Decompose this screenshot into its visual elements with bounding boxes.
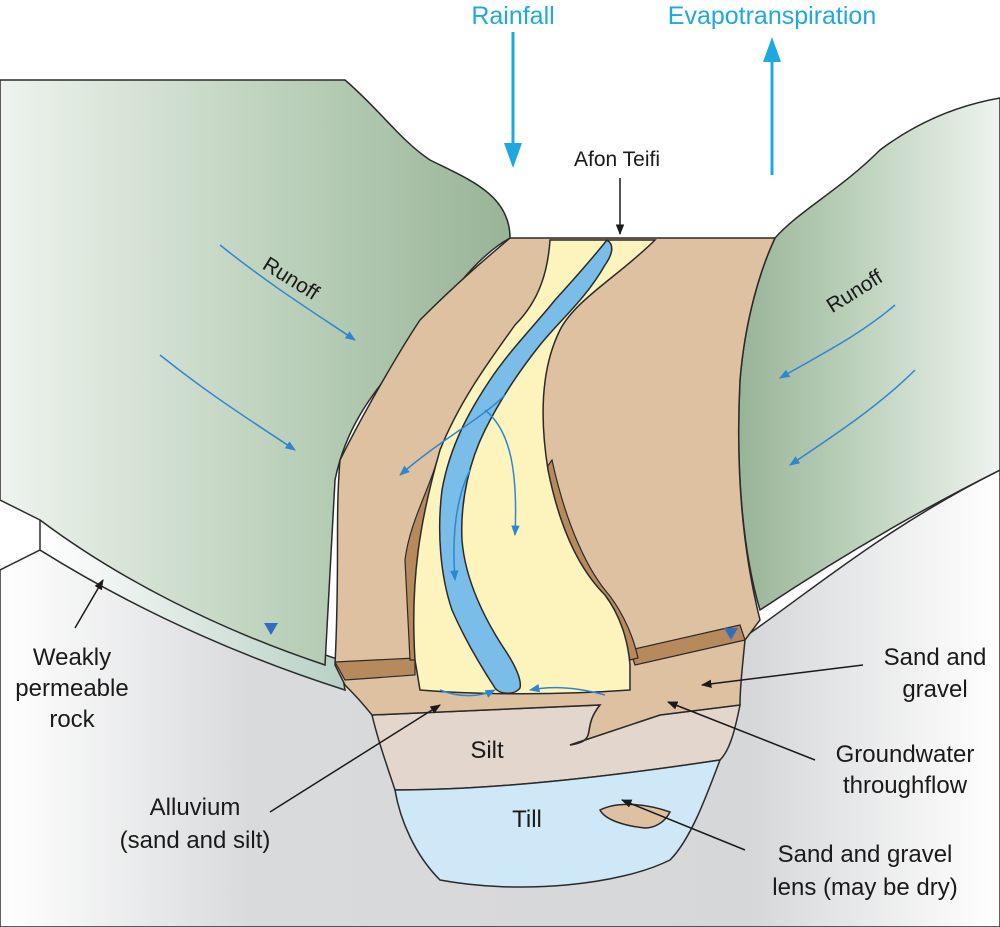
- water-table-marker-right: [724, 628, 738, 640]
- weakly-permeable-rock-label-line-1: Weakly: [33, 644, 111, 671]
- river-channel: [438, 239, 613, 694]
- sand-gravel-lens-label-line-2: lens (may be dry): [772, 874, 957, 901]
- runoff-arrow-left-2: [159, 354, 296, 451]
- alluvium-leader: [269, 704, 441, 813]
- sand-gravel-lens-label-line-1: Sand and gravel: [778, 841, 953, 868]
- till-layer: [394, 759, 722, 888]
- rainfall-arrow-head: [504, 143, 522, 168]
- groundwater-flow-arrow-3: [450, 469, 471, 582]
- sand-and-gravel-label-line-1: Sand and: [884, 644, 987, 671]
- weakly-permeable-rock-label-line-2: permeable: [15, 675, 128, 702]
- left-ledge: [334, 657, 416, 681]
- runoff-arrow-left-1: [219, 244, 356, 341]
- groundwater-throughflow-label-line-1: Groundwater: [836, 741, 975, 768]
- groundwater-flow-arrow-2: [484, 409, 520, 537]
- groundwater-flow-arrow-5: [528, 684, 606, 696]
- runoff-arrow-right-2: [789, 369, 916, 466]
- rainfall-label: Rainfall: [471, 2, 554, 30]
- evapotranspiration-arrow-head: [763, 37, 781, 62]
- sand-gravel-lens-leader: [621, 799, 746, 851]
- alluvium-label-line-1: Alluvium: [150, 794, 241, 821]
- alluvium-label-line-2: (sand and silt): [120, 827, 271, 854]
- water-table-marker-left: [264, 623, 278, 635]
- right-ledge: [629, 624, 746, 666]
- silt-label: Silt: [470, 737, 504, 764]
- evapotranspiration-label: Evapotranspiration: [668, 2, 876, 30]
- groundwater-flow-arrow-4: [439, 689, 496, 698]
- runoff-arrow-right-1: [779, 304, 896, 379]
- weakly-permeable-rock-leader: [74, 579, 104, 629]
- groundwater-throughflow-leader: [667, 701, 816, 761]
- groundwater-flow-arrow-1: [399, 394, 506, 476]
- sand-and-gravel-label-line-2: gravel: [902, 676, 967, 703]
- alluvium-layer: [413, 239, 657, 695]
- till-label: Till: [512, 806, 542, 833]
- afon-teifi-label: Afon Teifi: [574, 148, 660, 171]
- groundwater-throughflow-label-line-2: throughflow: [843, 772, 968, 799]
- sand-and-gravel-leader: [700, 664, 864, 689]
- weakly-permeable-rock-label-line-3: rock: [49, 706, 95, 733]
